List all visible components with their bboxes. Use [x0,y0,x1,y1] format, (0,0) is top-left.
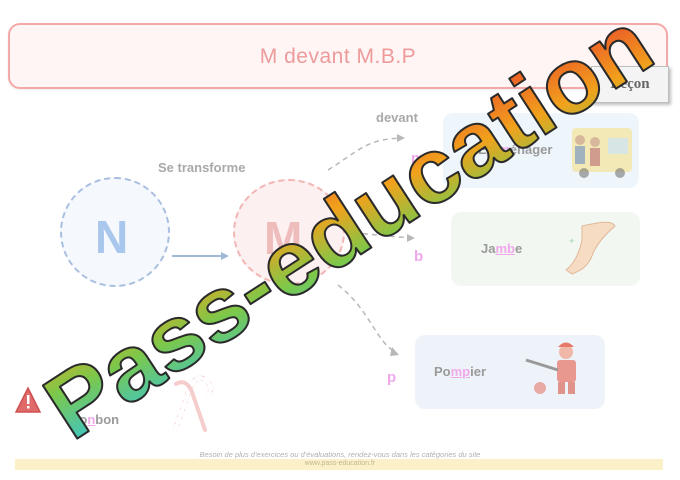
footer-url[interactable]: www.pass-education.fr [304,460,376,467]
letter-m: M [264,212,303,264]
word-bonbon: Bonbon [70,412,120,427]
letter-n: N [95,211,129,263]
example-card-jambe [451,212,640,286]
footer-bar [15,459,663,470]
letter-p-small: p [387,369,397,386]
page-title: M devant M.B.P [259,45,417,68]
lecon-badge: Leçon [591,66,669,103]
word-pompier: Pompier [434,364,487,379]
letter-m-small: m [411,150,425,167]
title-box: M devant M.B.P [8,23,668,89]
word-jambe: Jambe [481,241,523,256]
word-emmenager: Emménager [478,142,553,157]
devant-label: devant [376,110,418,125]
circle-m [233,179,345,285]
transform-label: Se transforme [158,160,246,175]
circle-n [60,177,170,287]
letter-b-small: b [414,248,424,265]
arrow-to-devant [327,137,401,171]
footer-note: Besoin de plus d'exercices ou d'évaluati… [199,450,481,459]
